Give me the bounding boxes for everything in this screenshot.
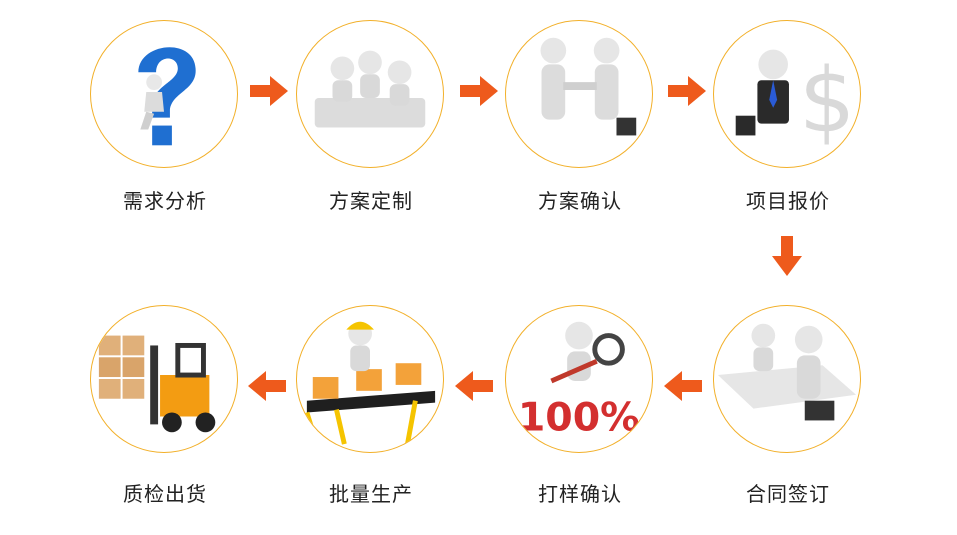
arrow-right-icon (250, 76, 288, 106)
svg-text:$: $ (799, 49, 855, 152)
step-label: 合同签订 (746, 482, 830, 506)
question-mark-figure-icon (90, 20, 238, 168)
step-方案定制: 方案定制 (286, 20, 456, 250)
step-label: 需求分析 (123, 189, 207, 213)
arrow-left-icon (455, 371, 493, 401)
step-需求分析: 需求分析 (80, 20, 250, 250)
step-质检出货: 质检出货 (80, 305, 250, 535)
arrow-down-icon (772, 236, 802, 276)
step-label: 打样确认 (538, 482, 622, 506)
arrow-left-icon (664, 371, 702, 401)
arrow-right-icon (668, 76, 706, 106)
team-meeting-icon (296, 20, 444, 168)
step-项目报价: $ 项目报价 (703, 20, 873, 250)
svg-text:100%: 100% (518, 394, 640, 440)
step-方案确认: 方案确认 (495, 20, 665, 250)
handshake-icon (505, 20, 653, 168)
step-批量生产: 批量生产 (286, 305, 456, 535)
step-label: 批量生产 (329, 482, 413, 506)
forklift-icon (90, 305, 238, 453)
step-打样确认: 100% 打样确认 (495, 305, 665, 535)
arrow-right-icon (460, 76, 498, 106)
step-label: 方案定制 (329, 189, 413, 213)
arrow-left-icon (248, 371, 286, 401)
contract-signing-icon (713, 305, 861, 453)
step-合同签订: 合同签订 (703, 305, 873, 535)
step-label: 项目报价 (746, 189, 830, 213)
magnifier-100-percent-icon: 100% (505, 305, 653, 453)
step-label: 方案确认 (538, 189, 622, 213)
step-label: 质检出货 (123, 482, 207, 506)
conveyor-worker-icon (296, 305, 444, 453)
dollar-businessman-icon: $ (713, 20, 861, 168)
